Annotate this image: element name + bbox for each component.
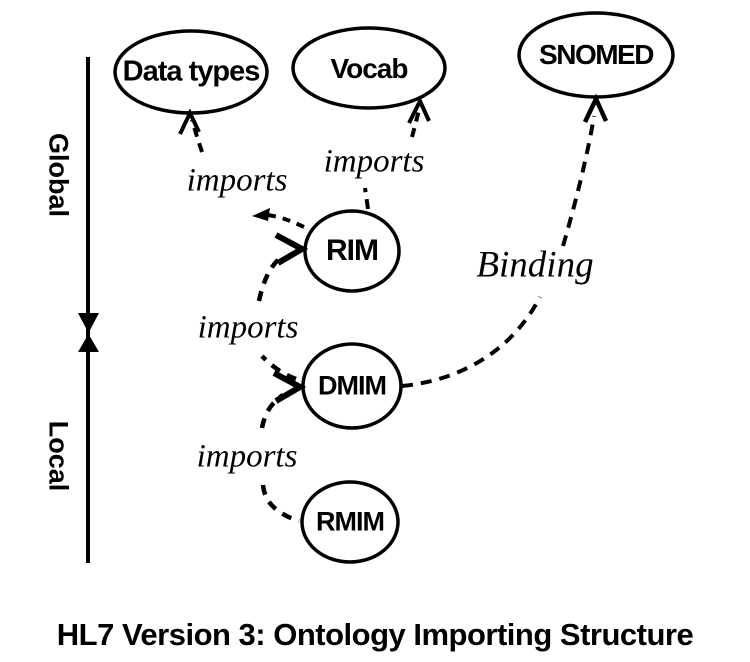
arrowhead-into-data-types-icon bbox=[178, 108, 201, 135]
node-label-vocab: Vocab bbox=[330, 53, 409, 84]
axis-midpoint-marker-up-icon bbox=[78, 334, 99, 352]
edge-rmim-to-dmim-lower-dash bbox=[260, 484, 300, 524]
edge-dmim-to-snomed-upper-dash bbox=[561, 115, 596, 247]
axis-label-local: Local bbox=[43, 420, 74, 492]
edge-rim-to-vocab-upper-dash bbox=[410, 109, 421, 138]
axis-midpoint-marker-down-icon bbox=[78, 313, 99, 333]
edge-rim-to-vocab-lower-dash bbox=[363, 187, 370, 210]
arrowhead-into-dmim-icon bbox=[272, 370, 307, 404]
edge-dmim-to-rim-lower-dash bbox=[260, 354, 297, 382]
edge-label-imports-data-types: imports bbox=[186, 162, 288, 199]
edge-label-imports-rim: imports bbox=[197, 309, 299, 346]
arrowhead-into-snomed-icon bbox=[582, 93, 609, 123]
diagram-title: HL7 Version 3: Ontology Importing Struct… bbox=[56, 617, 694, 652]
axis-label-global: Global bbox=[43, 132, 74, 218]
node-label-dmim: DMIM bbox=[318, 370, 387, 401]
arrowhead-into-vocab-icon bbox=[407, 96, 431, 124]
arrowhead-into-rim-icon bbox=[274, 232, 309, 266]
arrowhead-toward-imports-label-icon bbox=[252, 208, 270, 221]
edge-label-binding: Binding bbox=[476, 244, 594, 286]
node-ellipse-rmim bbox=[300, 480, 400, 564]
edge-label-imports-vocab: imports bbox=[323, 143, 425, 180]
node-label-data-types: Data types bbox=[122, 55, 261, 88]
node-label-rim: RIM bbox=[326, 234, 379, 267]
node-label-snomed: SNOMED bbox=[539, 39, 654, 70]
edge-label-imports-dmim: imports bbox=[196, 438, 298, 475]
edge-dmim-to-snomed-lower-dash bbox=[401, 296, 542, 388]
edge-dmim-to-rim-upper-dash bbox=[256, 253, 286, 302]
node-ellipse-vocab bbox=[291, 26, 447, 110]
edge-rim-to-datatypes-upper-dash bbox=[190, 119, 204, 153]
edge-rim-to-datatypes-lower-dash bbox=[265, 213, 305, 229]
node-ellipse-rim bbox=[303, 209, 401, 293]
node-label-rmim: RMIM bbox=[316, 506, 385, 537]
